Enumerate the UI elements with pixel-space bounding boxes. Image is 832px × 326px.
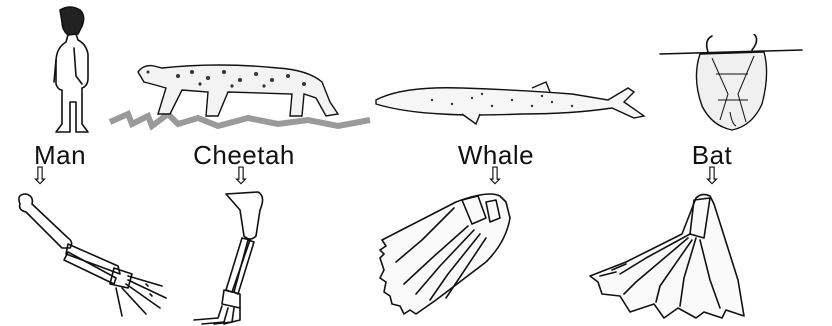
- arrow-down-icon: ⇩: [229, 163, 253, 189]
- bat-figure: [656, 34, 806, 134]
- label-man: Man: [10, 140, 110, 170]
- cheetah-figure: [108, 58, 374, 130]
- arrow-down-icon: ⇩: [28, 163, 52, 189]
- man-forelimb: [10, 190, 172, 320]
- whale-forelimb: [376, 188, 526, 320]
- bat-forelimb: [586, 190, 750, 320]
- arrow-down-icon: ⇩: [483, 163, 507, 189]
- arrow-down-icon: ⇩: [700, 163, 724, 189]
- whale-figure: [372, 80, 652, 126]
- man-figure: [30, 4, 110, 136]
- cheetah-forelimb: [184, 190, 284, 326]
